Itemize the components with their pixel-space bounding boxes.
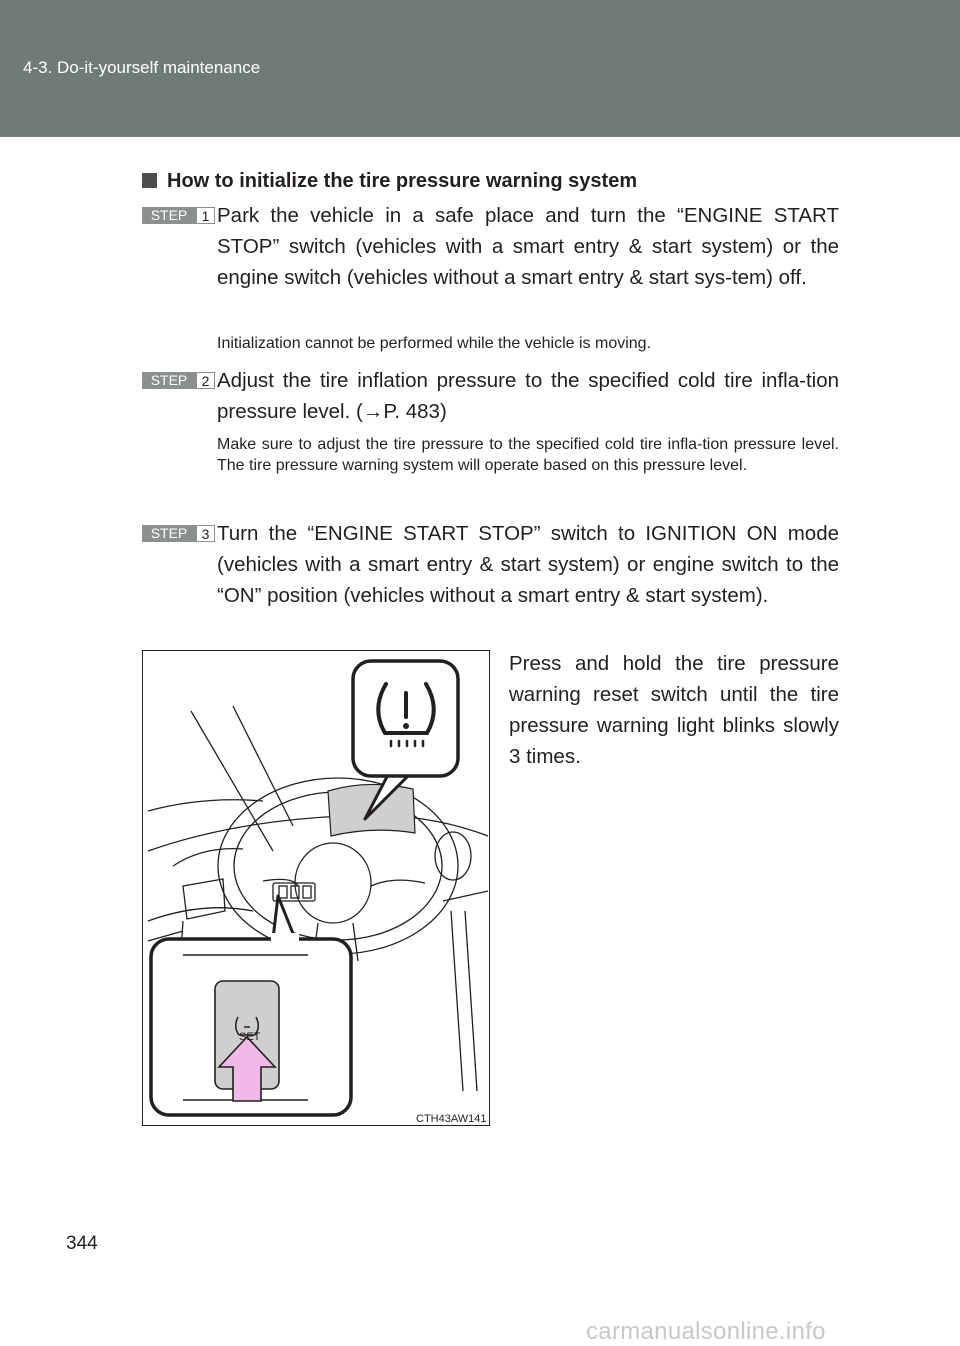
vent-box xyxy=(182,878,226,920)
dashboard-drawing xyxy=(147,659,488,1117)
step-number: 2 xyxy=(196,372,215,389)
tpms-switch-icon xyxy=(235,1016,259,1036)
dashboard-illustration: SET xyxy=(142,650,490,1126)
switch-cluster xyxy=(272,882,316,902)
dash-top-line xyxy=(147,799,264,812)
heading-square-icon xyxy=(142,173,157,188)
pillar-line-left xyxy=(190,710,274,852)
switch-set-label: SET xyxy=(239,1031,261,1043)
vent-left xyxy=(172,847,244,867)
step-2-note: Make sure to adjust the tire pressure to… xyxy=(217,436,839,474)
watermark: carmanualsonline.info xyxy=(586,1318,826,1345)
step-1-text: Park the vehicle in a safe place and tur… xyxy=(217,204,839,289)
step-word: STEP xyxy=(142,372,196,389)
section-label: 4-3. Do-it-yourself maintenance xyxy=(23,58,261,77)
press-arrow xyxy=(217,1035,277,1102)
warning-dot xyxy=(403,723,409,729)
header-band: 4-3. Do-it-yourself maintenance xyxy=(0,0,960,137)
tire-pressure-warning-icon xyxy=(376,682,436,748)
step-number: 3 xyxy=(196,525,215,542)
heading-text: How to initialize the tire pressure warn… xyxy=(167,170,638,192)
page-number: 344 xyxy=(66,1233,98,1254)
step-word: STEP xyxy=(142,207,196,224)
pillar-line-inner xyxy=(232,705,294,827)
illustration-code: CTH43AW141 xyxy=(416,1113,487,1125)
step-word: STEP xyxy=(142,525,196,542)
door-edge xyxy=(450,910,478,1092)
section-heading: How to initialize the tire pressure warn… xyxy=(142,170,637,193)
step-4-text: Press and hold the tire pressure warning… xyxy=(509,652,839,768)
step-1-note: Initialization cannot be performed while… xyxy=(217,335,652,352)
step-2-text: Adjust the tire inflation pressure to th… xyxy=(217,369,839,423)
step-number: 1 xyxy=(196,207,215,224)
step-3-text: Turn the “ENGINE START STOP” switch to I… xyxy=(217,522,839,607)
